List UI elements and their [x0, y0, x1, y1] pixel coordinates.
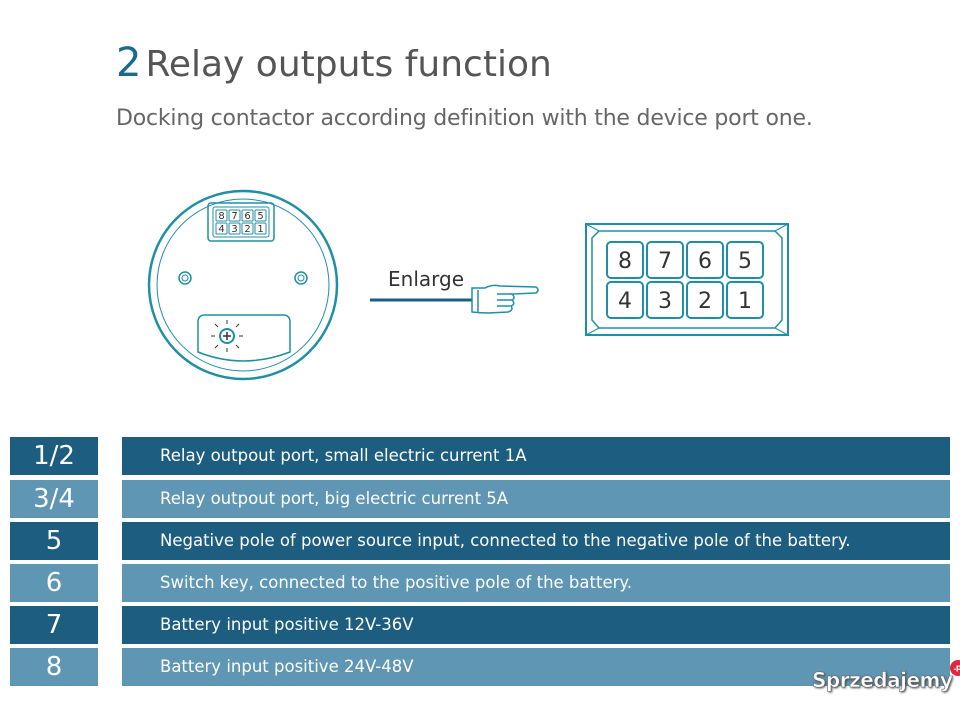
pin-number: 7 — [658, 249, 672, 274]
pin-number: 5 — [257, 211, 263, 222]
bottom-compartment — [197, 314, 291, 362]
pin-description: Negative pole of power source input, con… — [122, 522, 950, 560]
pointing-hand-icon — [471, 284, 539, 314]
pin-number: 7 — [231, 211, 237, 222]
pin-cell — [241, 222, 254, 235]
table-row: 5 Negative pole of power source input, c… — [10, 522, 950, 560]
pin-description: Battery input positive 24V-48V — [122, 648, 950, 686]
watermark-badge: .pl — [950, 660, 960, 676]
mount-hole-left — [178, 271, 192, 285]
pin-key: 7 — [10, 606, 98, 644]
section-title: Relay outputs function — [145, 44, 552, 85]
pin-number: 8 — [618, 249, 632, 274]
pin-cell — [726, 241, 764, 279]
table-row: 3/4 Relay outpout port, big electric cur… — [10, 480, 950, 518]
pin-cell — [606, 281, 644, 319]
pin-number: 3 — [231, 224, 237, 235]
pin-number: 1 — [738, 289, 752, 314]
pin-description: Battery input positive 12V-36V — [122, 606, 950, 644]
pin-cell — [686, 281, 724, 319]
table-row: 7 Battery input positive 12V-36V — [10, 606, 950, 644]
pin-cell — [215, 222, 228, 235]
adjuster-rays — [211, 320, 243, 352]
pin-number: 2 — [698, 289, 712, 314]
pin-number: 8 — [218, 211, 224, 222]
pin-key: 6 — [10, 564, 98, 602]
pin-cell — [646, 241, 684, 279]
pin-number: 6 — [698, 249, 712, 274]
device-inner-ring — [156, 198, 330, 372]
watermark-text: Sprzedajemy — [812, 668, 954, 693]
section-number: 2 — [116, 40, 142, 86]
device-outer-ring — [147, 189, 339, 381]
pin-number: 3 — [658, 289, 672, 314]
pin-description: Switch key, connected to the positive po… — [122, 564, 950, 602]
pin-number: 2 — [244, 224, 250, 235]
big-connector-drawing — [585, 223, 789, 336]
pin-number: 4 — [218, 224, 224, 235]
pin-cell — [686, 241, 724, 279]
pin-description: Relay outpout port, big electric current… — [122, 480, 950, 518]
pin-cell — [241, 209, 254, 222]
table-row: 1/2 Relay outpout port, small electric c… — [10, 437, 950, 475]
pin-cell — [726, 281, 764, 319]
pin-cell — [215, 209, 228, 222]
pin-cell — [254, 209, 267, 222]
pin-number: 5 — [738, 249, 752, 274]
big-connector-pins: 8 7 6 5 4 3 2 1 — [606, 241, 764, 319]
pin-number: 1 — [257, 224, 263, 235]
big-connector-outer — [585, 223, 789, 336]
pin-description: Relay outpout port, small electric curre… — [122, 437, 950, 475]
page-subtitle: Docking contactor according definition w… — [116, 106, 813, 131]
pin-key: 8 — [10, 648, 98, 686]
enlarge-label: Enlarge — [388, 267, 464, 291]
small-connector-outline — [207, 202, 275, 242]
device-back-drawing — [147, 189, 339, 381]
pin-key: 5 — [10, 522, 98, 560]
table-row: 6 Switch key, connected to the positive … — [10, 564, 950, 602]
pin-cell — [646, 281, 684, 319]
pin-cell — [228, 222, 241, 235]
pin-cell — [228, 209, 241, 222]
pin-number: 4 — [618, 289, 632, 314]
pin-key: 3/4 — [10, 480, 98, 518]
adjuster-icon — [219, 328, 235, 344]
mount-hole-right — [294, 271, 308, 285]
pin-cell — [254, 222, 267, 235]
pin-cell — [606, 241, 644, 279]
pin-number: 6 — [244, 211, 250, 222]
table-row: 8 Battery input positive 24V-48V — [10, 648, 950, 686]
pin-key: 1/2 — [10, 437, 98, 475]
watermark-logo: Sprzedajemy .pl — [812, 660, 960, 693]
